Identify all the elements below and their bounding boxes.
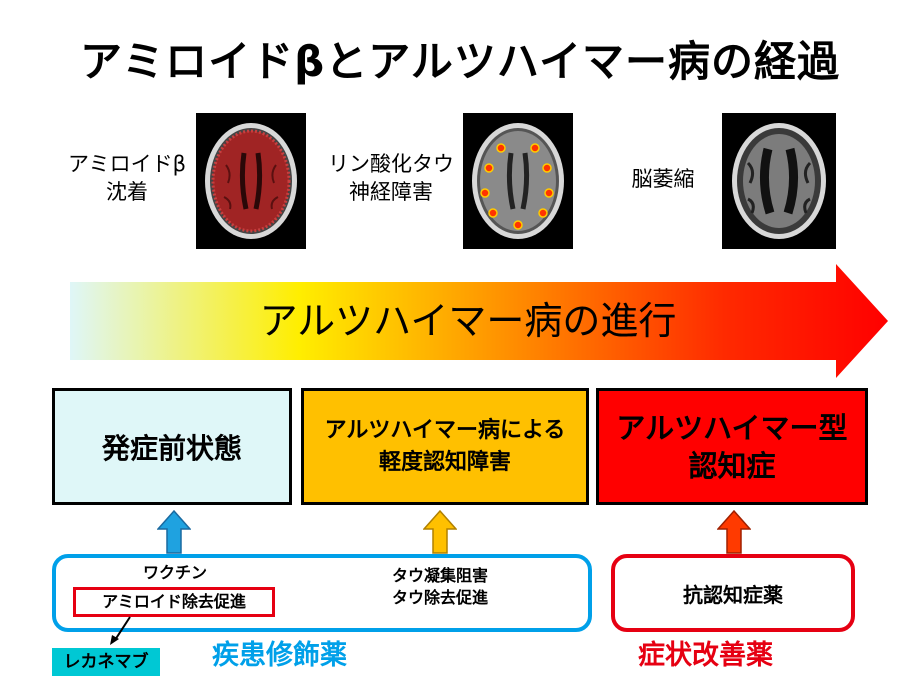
tau-label: リン酸化タウ 神経障害	[316, 150, 466, 206]
brain-scan-tau-image	[463, 113, 573, 249]
stage-box-mci-line1: アルツハイマー病による	[324, 417, 566, 443]
anti-dementia-drug-label: 抗認知症薬	[683, 582, 783, 607]
amyloid-label-line2: 沈着	[106, 180, 148, 204]
up-arrow-blue-icon	[156, 509, 192, 554]
amyloid-label-line1: アミロイドβ	[68, 152, 186, 176]
amyloid-label: アミロイドβ 沈着	[62, 150, 192, 206]
tau-label-line1: リン酸化タウ	[328, 152, 454, 176]
symptomatic-group: 抗認知症薬	[611, 554, 855, 632]
symptomatic-label: 症状改善薬	[638, 640, 773, 671]
vaccine-label: ワクチン	[142, 563, 207, 582]
stage-box-dementia: アルツハイマー型 認知症	[596, 388, 868, 505]
stage-box-dementia-line2: 認知症	[688, 448, 776, 483]
stage-box-preclinical: 発症前状態	[52, 388, 292, 505]
up-arrow-red-icon	[716, 509, 752, 554]
brain-scan-atrophy-image	[722, 113, 836, 249]
stage-box-mci: アルツハイマー病による 軽度認知障害	[301, 388, 589, 505]
up-arrow-orange-icon	[422, 509, 458, 554]
progress-arrow	[68, 262, 890, 380]
lecanemab-label: レカネマブ	[52, 648, 160, 676]
disease-modifying-label: 疾患修飾薬	[212, 640, 347, 671]
tau-treatment-line1: タウ凝集阻害	[391, 566, 488, 585]
stage-box-dementia-line1: アルツハイマー型	[616, 410, 848, 445]
amyloid-removal-label: アミロイド除去促進	[73, 587, 275, 617]
tau-treatment-line2: タウ除去促進	[391, 588, 488, 607]
page-title: アミロイドβとアルツハイマー病の経過	[80, 37, 840, 86]
disease-modifying-group	[52, 554, 592, 632]
atrophy-label-line1: 脳萎縮	[631, 167, 695, 191]
progress-arrow-label: アルツハイマー病の進行	[259, 299, 677, 343]
tau-label-line2: 神経障害	[349, 180, 433, 204]
brain-scan-amyloid-image	[196, 113, 306, 249]
atrophy-label: 脳萎縮	[618, 165, 708, 193]
tau-treatment-label: タウ凝集阻害 タウ除去促進	[355, 565, 525, 609]
stage-box-mci-line2: 軽度認知障害	[378, 449, 511, 475]
pointer-arrow-icon	[106, 614, 136, 646]
stage-box-preclinical-line1: 発症前状態	[101, 431, 242, 465]
